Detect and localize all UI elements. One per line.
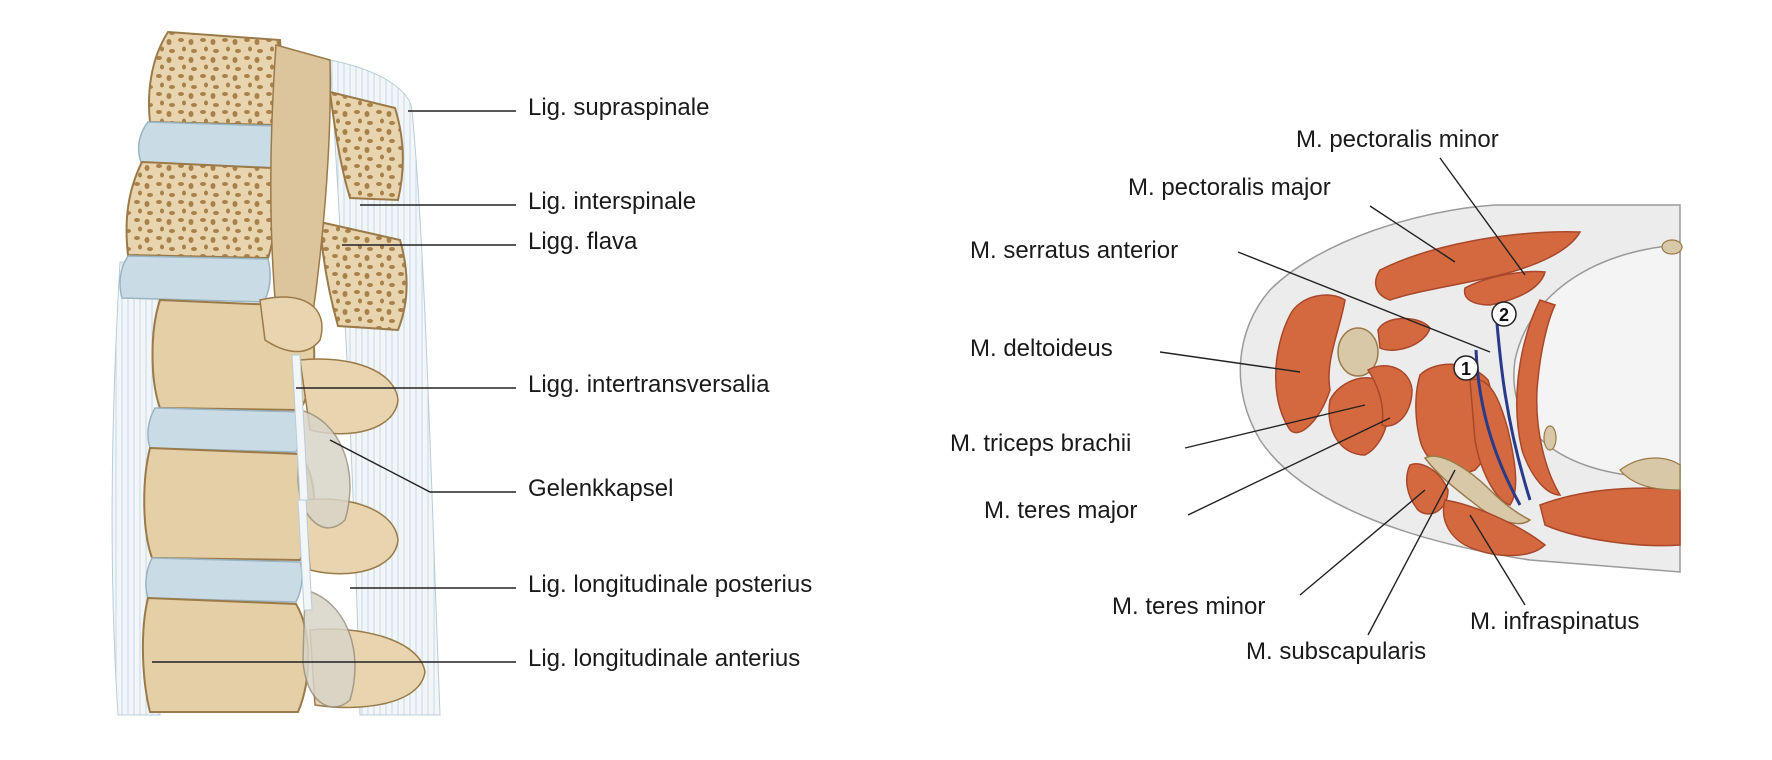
rib-1: [1662, 240, 1682, 254]
vertebra-section-1: [149, 32, 282, 125]
disc-4: [146, 558, 302, 602]
marker-1: 1: [1454, 356, 1478, 380]
label-ligg-intertransversalia: Ligg. intertransversalia: [528, 373, 769, 397]
label-m-triceps-brachii: M. triceps brachii: [950, 432, 1131, 456]
vertebra-body-4: [144, 448, 314, 560]
label-lig-interspinale: Lig. interspinale: [528, 190, 696, 214]
neural-arch: [271, 45, 331, 320]
spinous-process-2: [320, 222, 407, 330]
articular-process-1: [260, 297, 322, 352]
label-m-subscapularis: M. subscapularis: [1246, 640, 1426, 664]
vertebra-body-5: [143, 598, 308, 712]
marker-2-label: 2: [1499, 305, 1509, 325]
label-gelenkkapsel: Gelenkkapsel: [528, 477, 673, 501]
cross-section-illustration: [1240, 205, 1682, 572]
label-m-serratus-anterior: M. serratus anterior: [970, 239, 1178, 263]
vertebra-section-2: [127, 162, 276, 258]
label-m-teres-major: M. teres major: [984, 499, 1137, 523]
label-lig-supraspinale: Lig. supraspinale: [528, 96, 709, 120]
label-m-deltoideus: M. deltoideus: [970, 337, 1113, 361]
disc-2: [120, 256, 270, 302]
label-m-teres-minor: M. teres minor: [1112, 595, 1265, 619]
marker-2: 2: [1492, 302, 1516, 326]
label-lig-long-anterius: Lig. longitudinale anterius: [528, 647, 800, 671]
label-m-pectoralis-minor: M. pectoralis minor: [1296, 128, 1499, 152]
label-ligg-flava: Ligg. flava: [528, 230, 637, 254]
disc-3: [148, 408, 302, 452]
label-lig-long-posterius: Lig. longitudinale posterius: [528, 573, 812, 597]
label-m-infraspinatus: M. infraspinatus: [1470, 610, 1639, 634]
spine-illustration: [112, 32, 440, 715]
label-m-pectoralis-major: M. pectoralis major: [1128, 176, 1331, 200]
rib-2: [1544, 426, 1556, 450]
marker-1-label: 1: [1461, 359, 1471, 379]
